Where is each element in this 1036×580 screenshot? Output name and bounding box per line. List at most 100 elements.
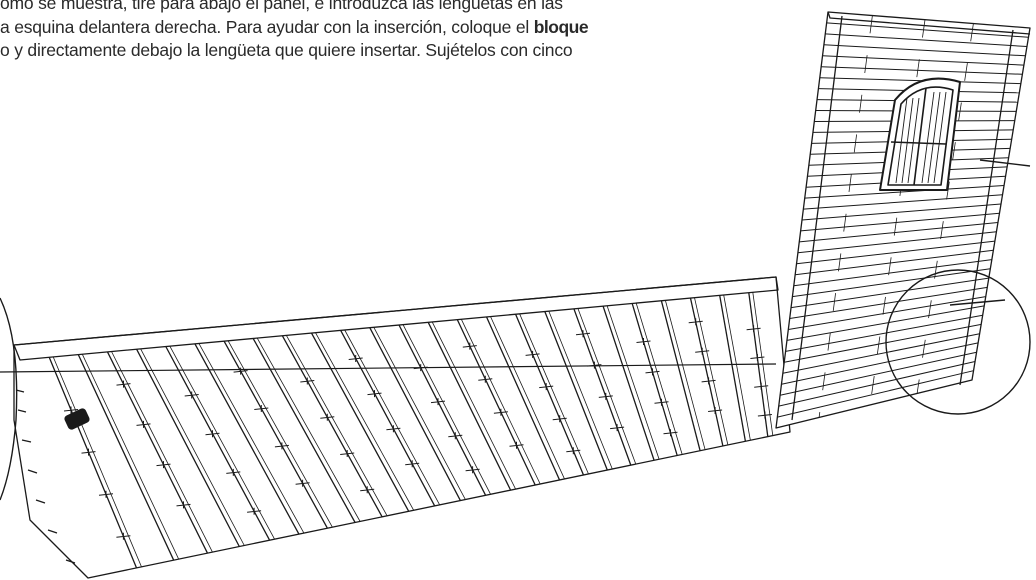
window-mullion — [913, 87, 927, 186]
floor-board-gap — [169, 345, 275, 540]
floor-panel — [13, 276, 791, 579]
floor-clip — [757, 411, 772, 419]
floor-board-gap — [111, 351, 213, 553]
floor-board-gap — [460, 319, 541, 485]
wall-seam — [869, 19, 926, 406]
floor-clip — [367, 390, 382, 398]
floor-clip — [539, 383, 554, 391]
floor-clip — [233, 367, 248, 375]
floor-clip — [598, 392, 613, 400]
callout-leader-left — [0, 363, 777, 373]
window-inner-frame — [887, 86, 954, 186]
floor-board-line — [194, 343, 300, 535]
wall-siding-line — [785, 314, 983, 352]
floor-board-line — [602, 305, 655, 461]
floor-clip — [116, 532, 131, 540]
floor-clip — [636, 338, 651, 345]
floor-board-gap — [635, 302, 683, 455]
floor-outline — [13, 276, 791, 579]
floor-board-gap — [577, 308, 637, 465]
floor-board-gap — [723, 294, 751, 441]
floor-board-line — [631, 303, 678, 456]
floor-board-line — [573, 308, 632, 466]
floor-clip — [176, 501, 191, 509]
floor-clip — [254, 405, 269, 412]
floor-clip — [205, 430, 220, 438]
floor-board-line — [48, 357, 138, 569]
window-pane-bar — [895, 97, 908, 184]
wall-siding-line — [796, 240, 995, 265]
floor-board-line — [223, 340, 328, 529]
callout-circle-left — [0, 297, 18, 501]
window — [879, 77, 961, 191]
wall-seam — [818, 15, 873, 418]
wall-siding-line — [823, 44, 1026, 57]
wall-siding-line — [792, 268, 991, 298]
instruction-text: omo se muestra, tire para abajo el panel… — [0, 0, 780, 63]
floor-clip — [478, 375, 493, 383]
floor-clip — [587, 361, 602, 369]
floor-board-line — [719, 295, 747, 442]
wall-siding-line — [793, 259, 992, 287]
wall-siding-line — [826, 22, 1029, 38]
floor-handle-slot — [64, 408, 90, 430]
floor-board-gap — [198, 343, 305, 534]
wall-top-trim — [827, 11, 1031, 35]
wall-panel — [775, 11, 1031, 429]
floor-clip — [754, 382, 769, 390]
window-pane-bar — [907, 97, 920, 184]
floor-clip — [156, 461, 171, 469]
floor-clip — [348, 355, 363, 362]
floor-clip — [654, 398, 669, 406]
instruction-line-2: a esquina delantera derecha. Para ayudar… — [0, 16, 780, 40]
floor-clip — [509, 441, 524, 449]
window-pane-bar — [933, 91, 947, 184]
callout-leader-right-lower — [949, 299, 1006, 306]
wall-siding-line — [799, 222, 998, 243]
wall-siding-line — [804, 185, 1005, 199]
wall-siding-line — [797, 231, 997, 254]
floor-clip — [136, 420, 151, 428]
wall-siding-line — [779, 351, 977, 396]
floor-clip — [274, 442, 289, 450]
floor-board-line — [136, 348, 240, 547]
wall-siding-line — [801, 203, 1002, 221]
wall-siding-line — [821, 66, 1023, 75]
floor-board-line — [106, 351, 209, 554]
instruction-line-1: omo se muestra, tire para abajo el panel… — [0, 0, 563, 13]
floor-clip — [340, 450, 355, 457]
floor-clip — [695, 347, 710, 355]
floor-board-line — [544, 311, 608, 471]
floor-clip — [552, 415, 567, 423]
floor-clip — [493, 408, 508, 416]
floor-board-gap — [344, 329, 441, 506]
floor-clip — [566, 447, 581, 455]
window-pane-bar — [901, 97, 914, 184]
wall-siding-line — [788, 296, 986, 330]
floor-board-gap — [140, 348, 245, 546]
floor-clip — [645, 368, 660, 376]
floor-board-line — [77, 354, 175, 561]
floor-board-gap — [373, 327, 466, 500]
floor-clip — [465, 466, 480, 474]
floor-clip — [295, 479, 310, 487]
floor-board-gap — [431, 321, 516, 490]
wall-siding-line — [777, 370, 974, 418]
wall-siding-line — [791, 277, 989, 309]
callout-leader-right-upper — [979, 159, 1031, 167]
floor-board-gap — [490, 316, 565, 480]
floor-clip — [184, 391, 199, 399]
wall-siding-line — [795, 249, 994, 276]
wall-stud-right — [959, 29, 1014, 386]
floor-board-gap — [315, 332, 415, 511]
window-pane-bar — [921, 91, 935, 184]
floor-clip — [663, 429, 678, 437]
instruction-line-2-text: a esquina delantera derecha. Para ayudar… — [0, 16, 534, 37]
floor-board-gap — [286, 335, 388, 516]
floor-clip — [448, 432, 463, 440]
floor-clips — [63, 318, 772, 540]
floor-board-gap — [606, 305, 660, 460]
floor-front-edge — [13, 276, 779, 361]
floor-clip — [462, 342, 477, 350]
